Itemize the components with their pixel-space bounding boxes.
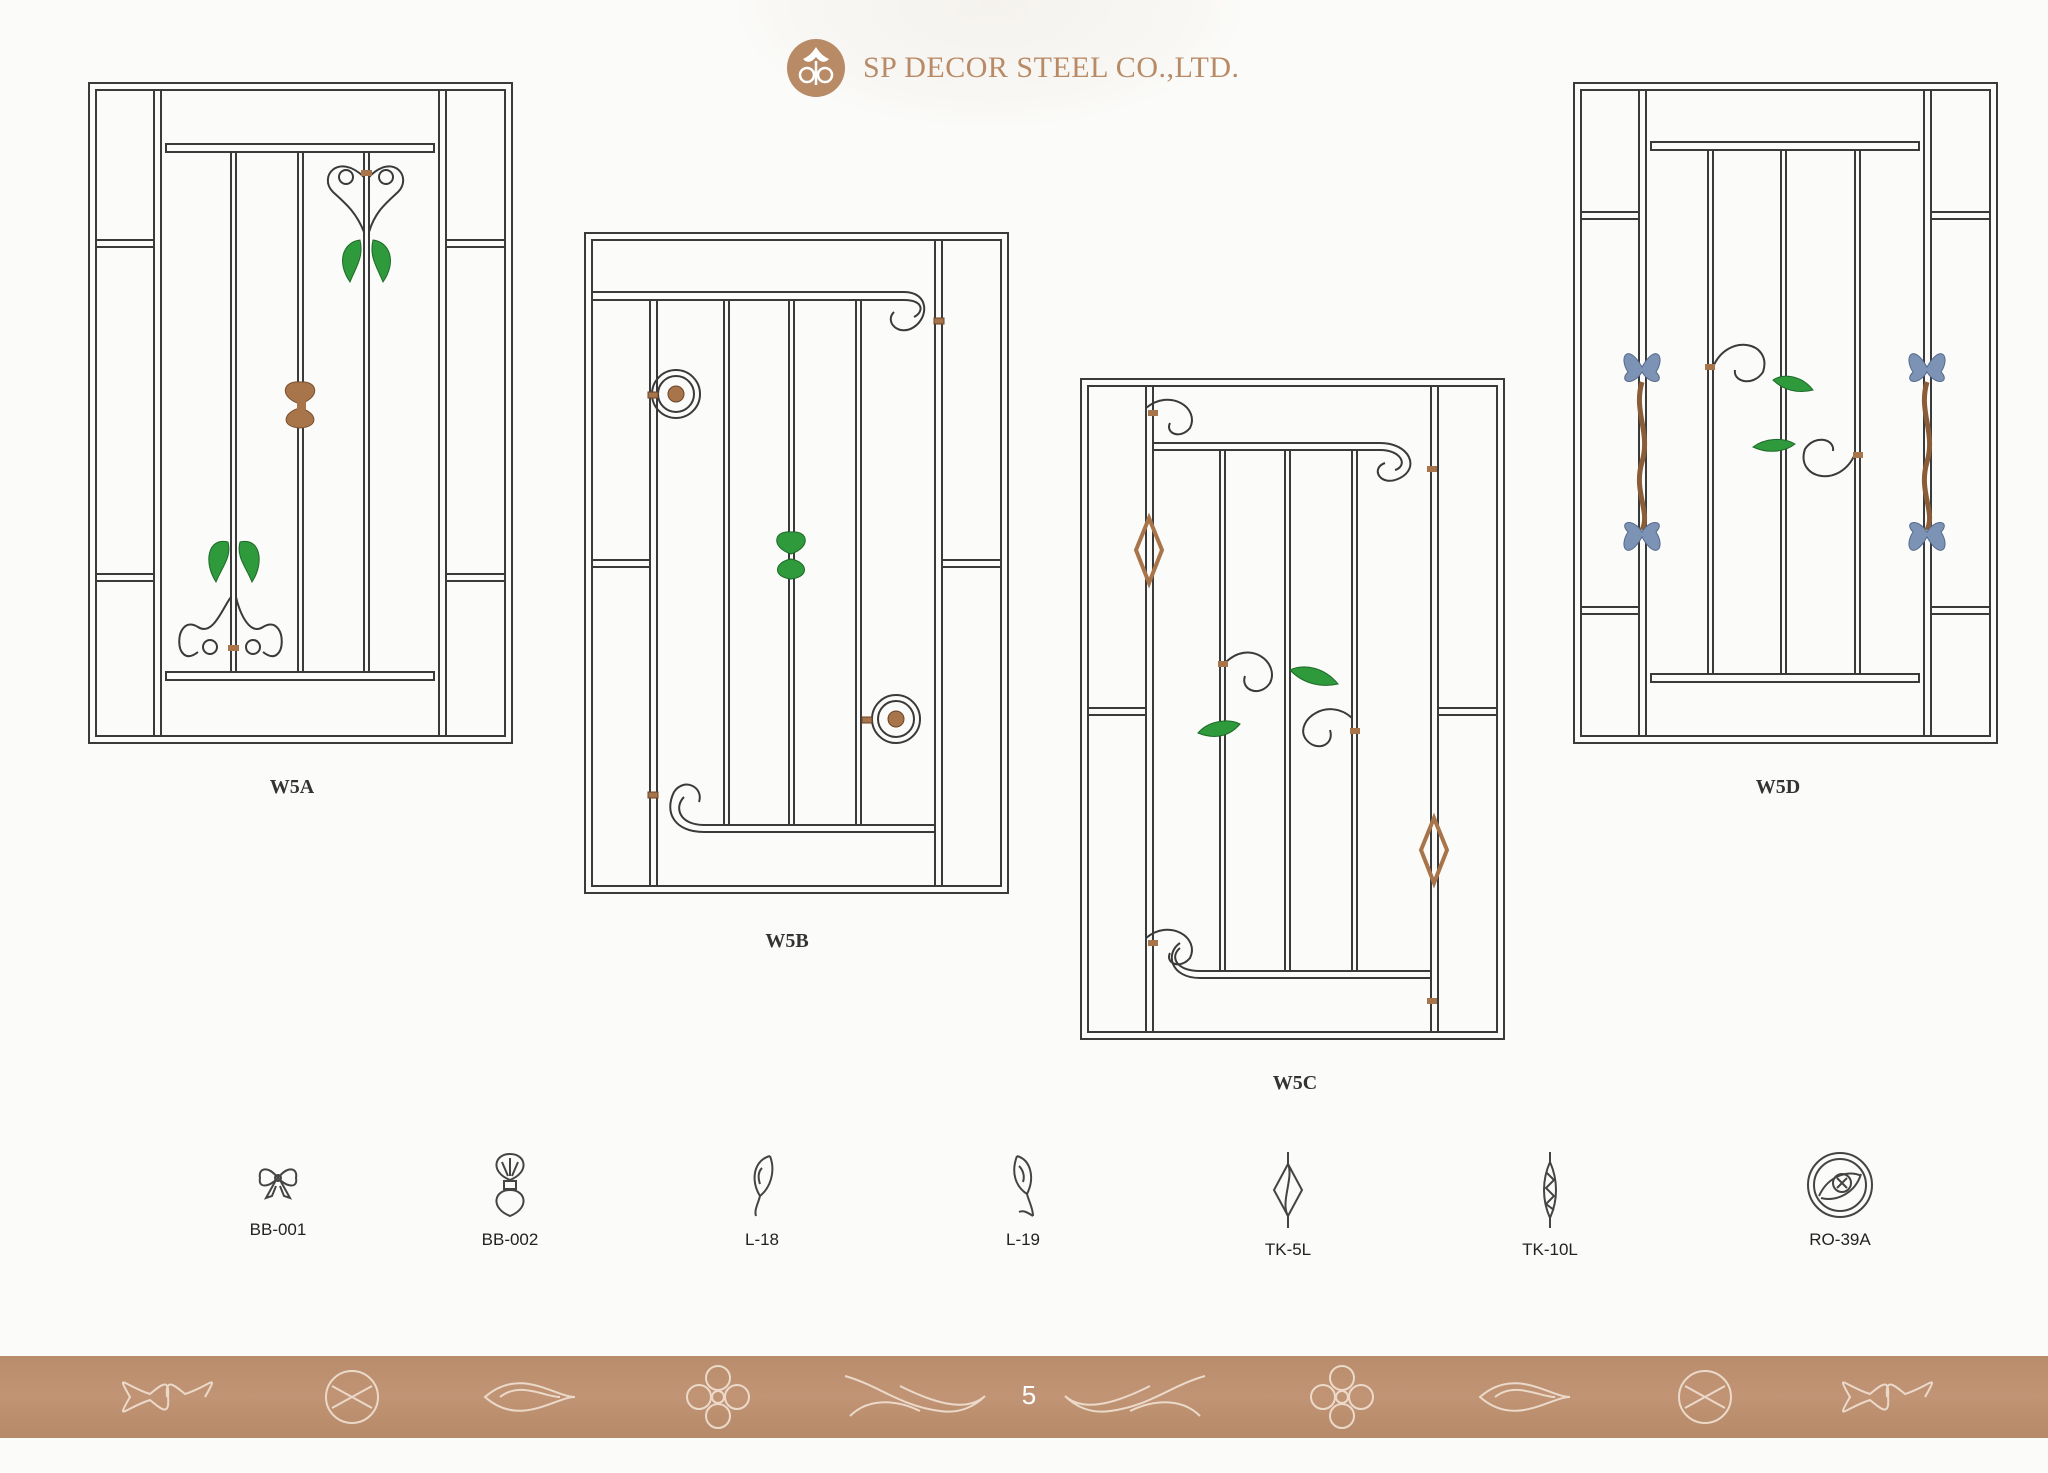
part-ro-39a: RO-39A: [1780, 1150, 1900, 1250]
design-code-w5c: W5C: [1272, 1072, 1318, 1094]
ornament-pattern: [121, 1365, 1934, 1429]
window-grille-w5a: [88, 82, 513, 744]
window-grille-w5b: [584, 232, 1009, 894]
ornament-basket-icon: [483, 1382, 576, 1412]
header: SP DECOR STEEL CO.,LTD.: [785, 38, 1240, 98]
part-bb-001: BB-001: [218, 1150, 338, 1240]
design-code-w5d: W5D: [1755, 776, 1801, 798]
leaf-icon: [753, 1155, 774, 1217]
part-code: TK-10L: [1522, 1240, 1578, 1259]
bow-icon: [258, 1168, 298, 1200]
part-code: BB-002: [481, 1230, 539, 1249]
ornament-leaf-scroll-icon: [844, 1375, 986, 1417]
leaf-icon: [1013, 1155, 1034, 1217]
part-code: L-18: [744, 1230, 780, 1249]
ornament-basket-icon: [1478, 1382, 1571, 1412]
rosette-icon: [1807, 1152, 1873, 1218]
part-tk-5l: TK-5L: [1228, 1150, 1348, 1260]
ornament-flower-icon: [686, 1365, 750, 1429]
company-name: SP DECOR STEEL CO.,LTD.: [863, 51, 1240, 84]
twisted-basket-icon: [1272, 1152, 1304, 1228]
ornament-flower-icon: [1310, 1365, 1374, 1429]
ornament-leaf-scroll-icon: [1064, 1375, 1206, 1417]
part-code: L-19: [1005, 1230, 1041, 1249]
twisted-bar-icon: [1543, 1152, 1557, 1228]
part-code: BB-001: [249, 1220, 307, 1239]
part-bb-002: BB-002: [450, 1150, 570, 1250]
footer-ornament-band: [0, 1356, 2048, 1438]
part-l-18: L-18: [702, 1150, 822, 1250]
part-tk-10l: TK-10L: [1490, 1150, 1610, 1260]
part-code: RO-39A: [1809, 1230, 1871, 1249]
design-code-w5a: W5A: [269, 776, 315, 798]
window-grille-w5d: [1573, 82, 1998, 744]
page-number: 5: [1021, 1380, 1037, 1410]
ornament-ball-icon: [325, 1370, 379, 1424]
ornament-ball-icon: [1678, 1370, 1732, 1424]
double-shell-icon: [495, 1152, 525, 1218]
window-grille-w5c: [1080, 378, 1505, 1040]
company-logo-icon: [787, 39, 845, 97]
ornament-shell-pair-icon: [121, 1381, 214, 1413]
ornament-shell-pair-icon: [1841, 1381, 1934, 1413]
design-code-w5b: W5B: [765, 930, 809, 952]
part-code: TK-5L: [1264, 1240, 1312, 1259]
part-l-19: L-19: [963, 1150, 1083, 1250]
